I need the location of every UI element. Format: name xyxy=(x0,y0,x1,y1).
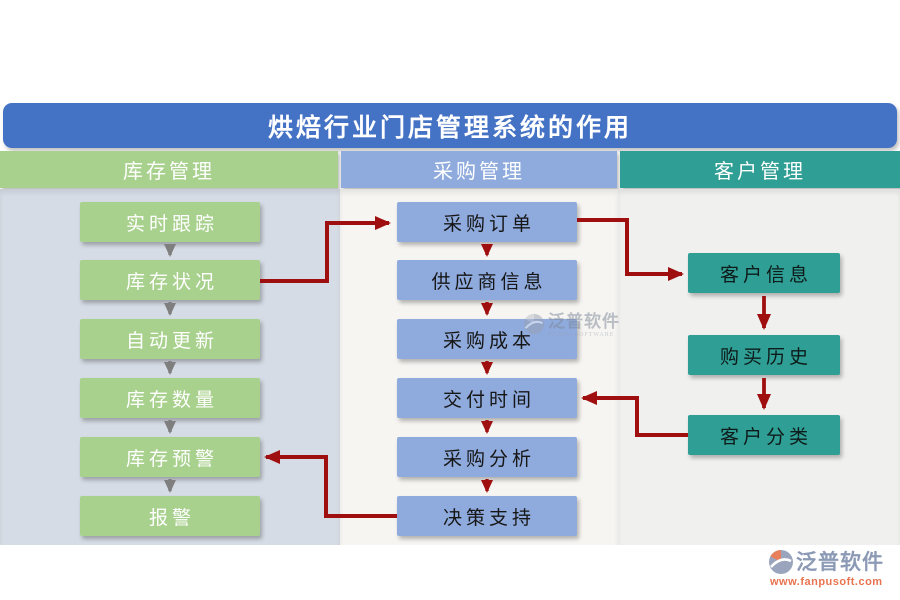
vendor-url: www.fanpusoft.com xyxy=(770,576,883,588)
node-auto-update: 自动更新 xyxy=(80,319,260,359)
watermark-caption: FANPU SOFTWARE xyxy=(548,332,615,338)
node-decision-support: 决策支持 xyxy=(397,496,577,536)
column-header-purchase: 采购管理 xyxy=(341,151,617,188)
node-customer-info: 客户信息 xyxy=(688,253,840,293)
column-header-inventory: 库存管理 xyxy=(0,151,338,188)
node-purchase-cost: 采购成本 xyxy=(397,319,577,359)
node-inventory-status: 库存状况 xyxy=(80,260,260,300)
node-purchase-order: 采购订单 xyxy=(397,202,577,242)
watermark-brand: 泛普软件 xyxy=(548,312,620,331)
node-alarm: 报警 xyxy=(80,496,260,536)
node-customer-classification: 客户分类 xyxy=(688,415,840,455)
node-inventory-alert: 库存预警 xyxy=(80,437,260,477)
column-header-purchase-label: 采购管理 xyxy=(433,161,525,183)
page-title: 烘焙行业门店管理系统的作用 xyxy=(267,114,632,142)
vendor-logo: 泛普软件 www.fanpusoft.com xyxy=(768,549,884,588)
node-realtime-tracking: 实时跟踪 xyxy=(80,202,260,242)
vendor-brand: 泛普软件 xyxy=(796,550,884,574)
node-inventory-quantity: 库存数量 xyxy=(80,378,260,418)
purchase-panel xyxy=(340,189,618,545)
column-header-inventory-label: 库存管理 xyxy=(123,161,215,183)
node-purchase-history: 购买历史 xyxy=(688,335,840,375)
watermark: 泛普软件 FANPU SOFTWARE xyxy=(523,313,620,339)
inventory-panel xyxy=(0,189,340,545)
node-delivery-time: 交付时间 xyxy=(397,378,577,418)
watermark-logo-icon xyxy=(523,313,545,335)
node-supplier-info: 供应商信息 xyxy=(397,260,577,300)
column-header-customer-label: 客户管理 xyxy=(714,161,806,183)
diagram-title-bar: 烘焙行业门店管理系统的作用 xyxy=(3,103,897,148)
column-header-customer: 客户管理 xyxy=(620,151,900,188)
node-purchase-analysis: 采购分析 xyxy=(397,437,577,477)
vendor-logo-icon xyxy=(769,550,793,574)
